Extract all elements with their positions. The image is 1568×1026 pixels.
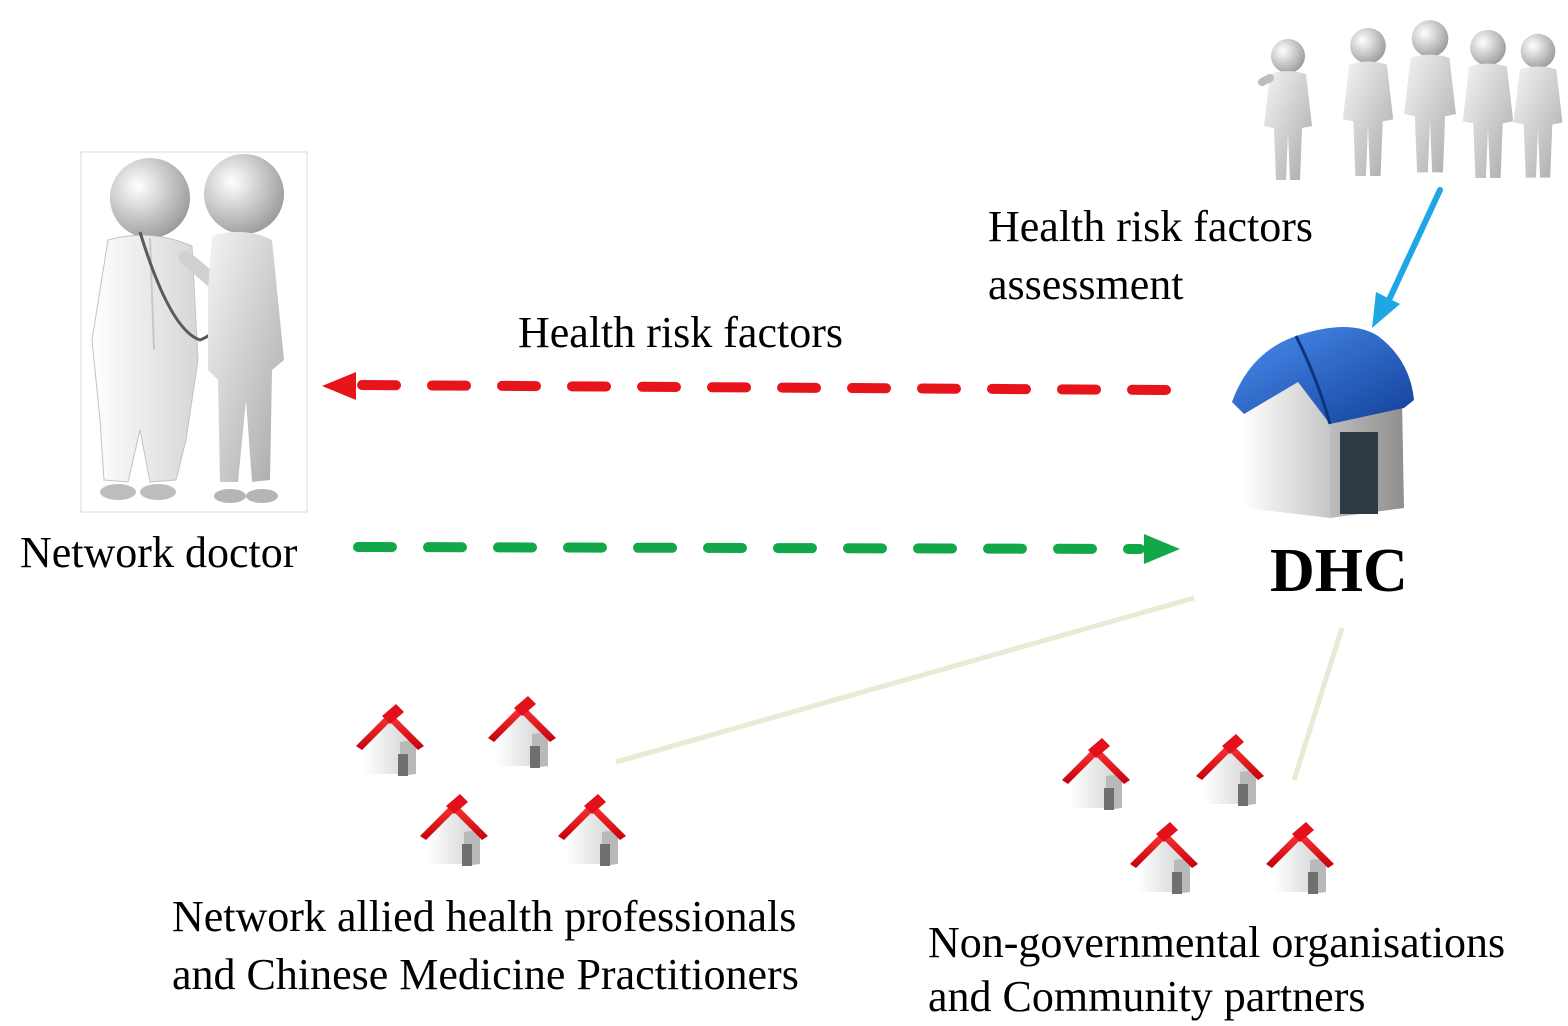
assessment-label-line1: Health risk factors <box>988 202 1313 251</box>
dhc-house-icon <box>1232 327 1414 518</box>
small-house-icon <box>420 794 488 866</box>
small-house-icon <box>558 794 626 866</box>
assessment-label-line2: assessment <box>988 260 1184 309</box>
small-house-icon <box>1130 822 1198 894</box>
small-house-icon <box>1196 734 1264 806</box>
assessment-arrow <box>1372 187 1443 328</box>
allied-label-line2: and Chinese Medicine Practitioners <box>172 950 799 999</box>
doctor-patient-figures-icon <box>80 151 308 513</box>
connector-line-ngo <box>1291 627 1345 781</box>
ngo-houses <box>1062 734 1334 894</box>
risk-factors-label: Health risk factors <box>518 308 843 357</box>
referral-arrow <box>353 534 1180 564</box>
small-house-icon <box>356 704 424 776</box>
connector-line-allied <box>615 595 1195 765</box>
small-house-icon <box>1062 738 1130 810</box>
allied-houses <box>356 696 626 866</box>
ngo-label-line2: and Community partners <box>928 972 1366 1021</box>
ngo-label-line1: Non-governmental organisations <box>928 918 1506 967</box>
people-group-icon <box>1258 20 1563 180</box>
small-house-icon <box>1266 822 1334 894</box>
small-house-icon <box>488 696 556 768</box>
dhc-label: DHC <box>1270 537 1408 605</box>
allied-label-line1: Network allied health professionals <box>172 892 797 941</box>
risk-factors-arrow <box>322 372 1171 400</box>
network-doctor-label: Network doctor <box>20 528 298 577</box>
